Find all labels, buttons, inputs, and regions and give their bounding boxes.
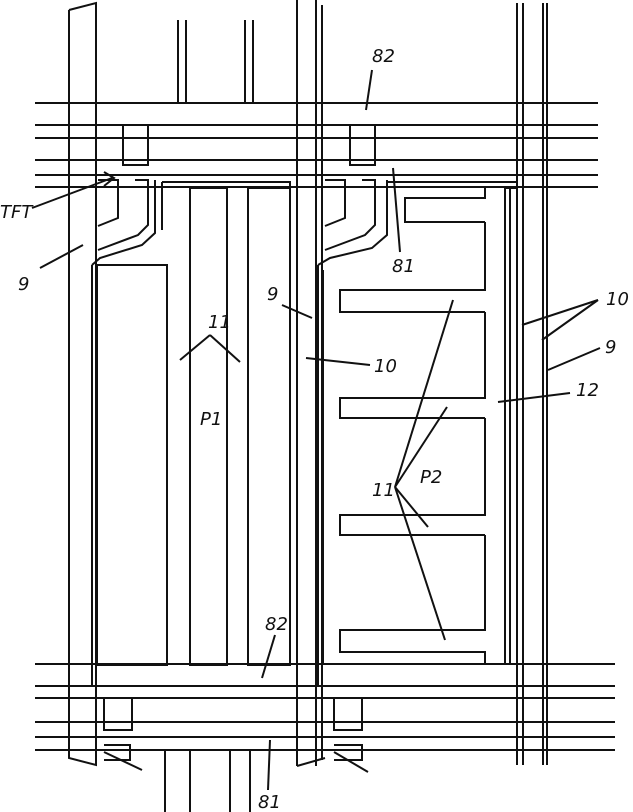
- label-tft: TFT: [0, 202, 34, 223]
- label-81-bottom: 81: [258, 792, 281, 812]
- label-11-top: 11: [208, 312, 231, 333]
- pixel-p1: [92, 182, 297, 686]
- label-10-right: 10: [606, 289, 629, 310]
- label-p2: P2: [420, 467, 442, 488]
- label-9-right: 9: [605, 337, 616, 358]
- tft-middle: [318, 125, 387, 265]
- label-82-bottom: 82: [265, 614, 288, 635]
- label-12: 12: [576, 380, 599, 401]
- gate-lines-bottom: [35, 664, 615, 750]
- data-line-middle: [297, 0, 325, 766]
- label-p1: P1: [200, 409, 222, 430]
- label-9-mid: 9: [267, 284, 278, 305]
- label-81-top: 81: [392, 256, 415, 277]
- common-electrode-top: [178, 20, 253, 103]
- label-10-mid: 10: [374, 356, 397, 377]
- pixel-p2: [318, 182, 517, 686]
- label-9-left: 9: [18, 274, 29, 295]
- label-11-mid: 11: [372, 480, 395, 501]
- data-line-right: [517, 3, 547, 765]
- label-82-top: 82: [372, 46, 395, 67]
- bottom-stubs: [104, 698, 368, 812]
- tft-left: [92, 125, 155, 265]
